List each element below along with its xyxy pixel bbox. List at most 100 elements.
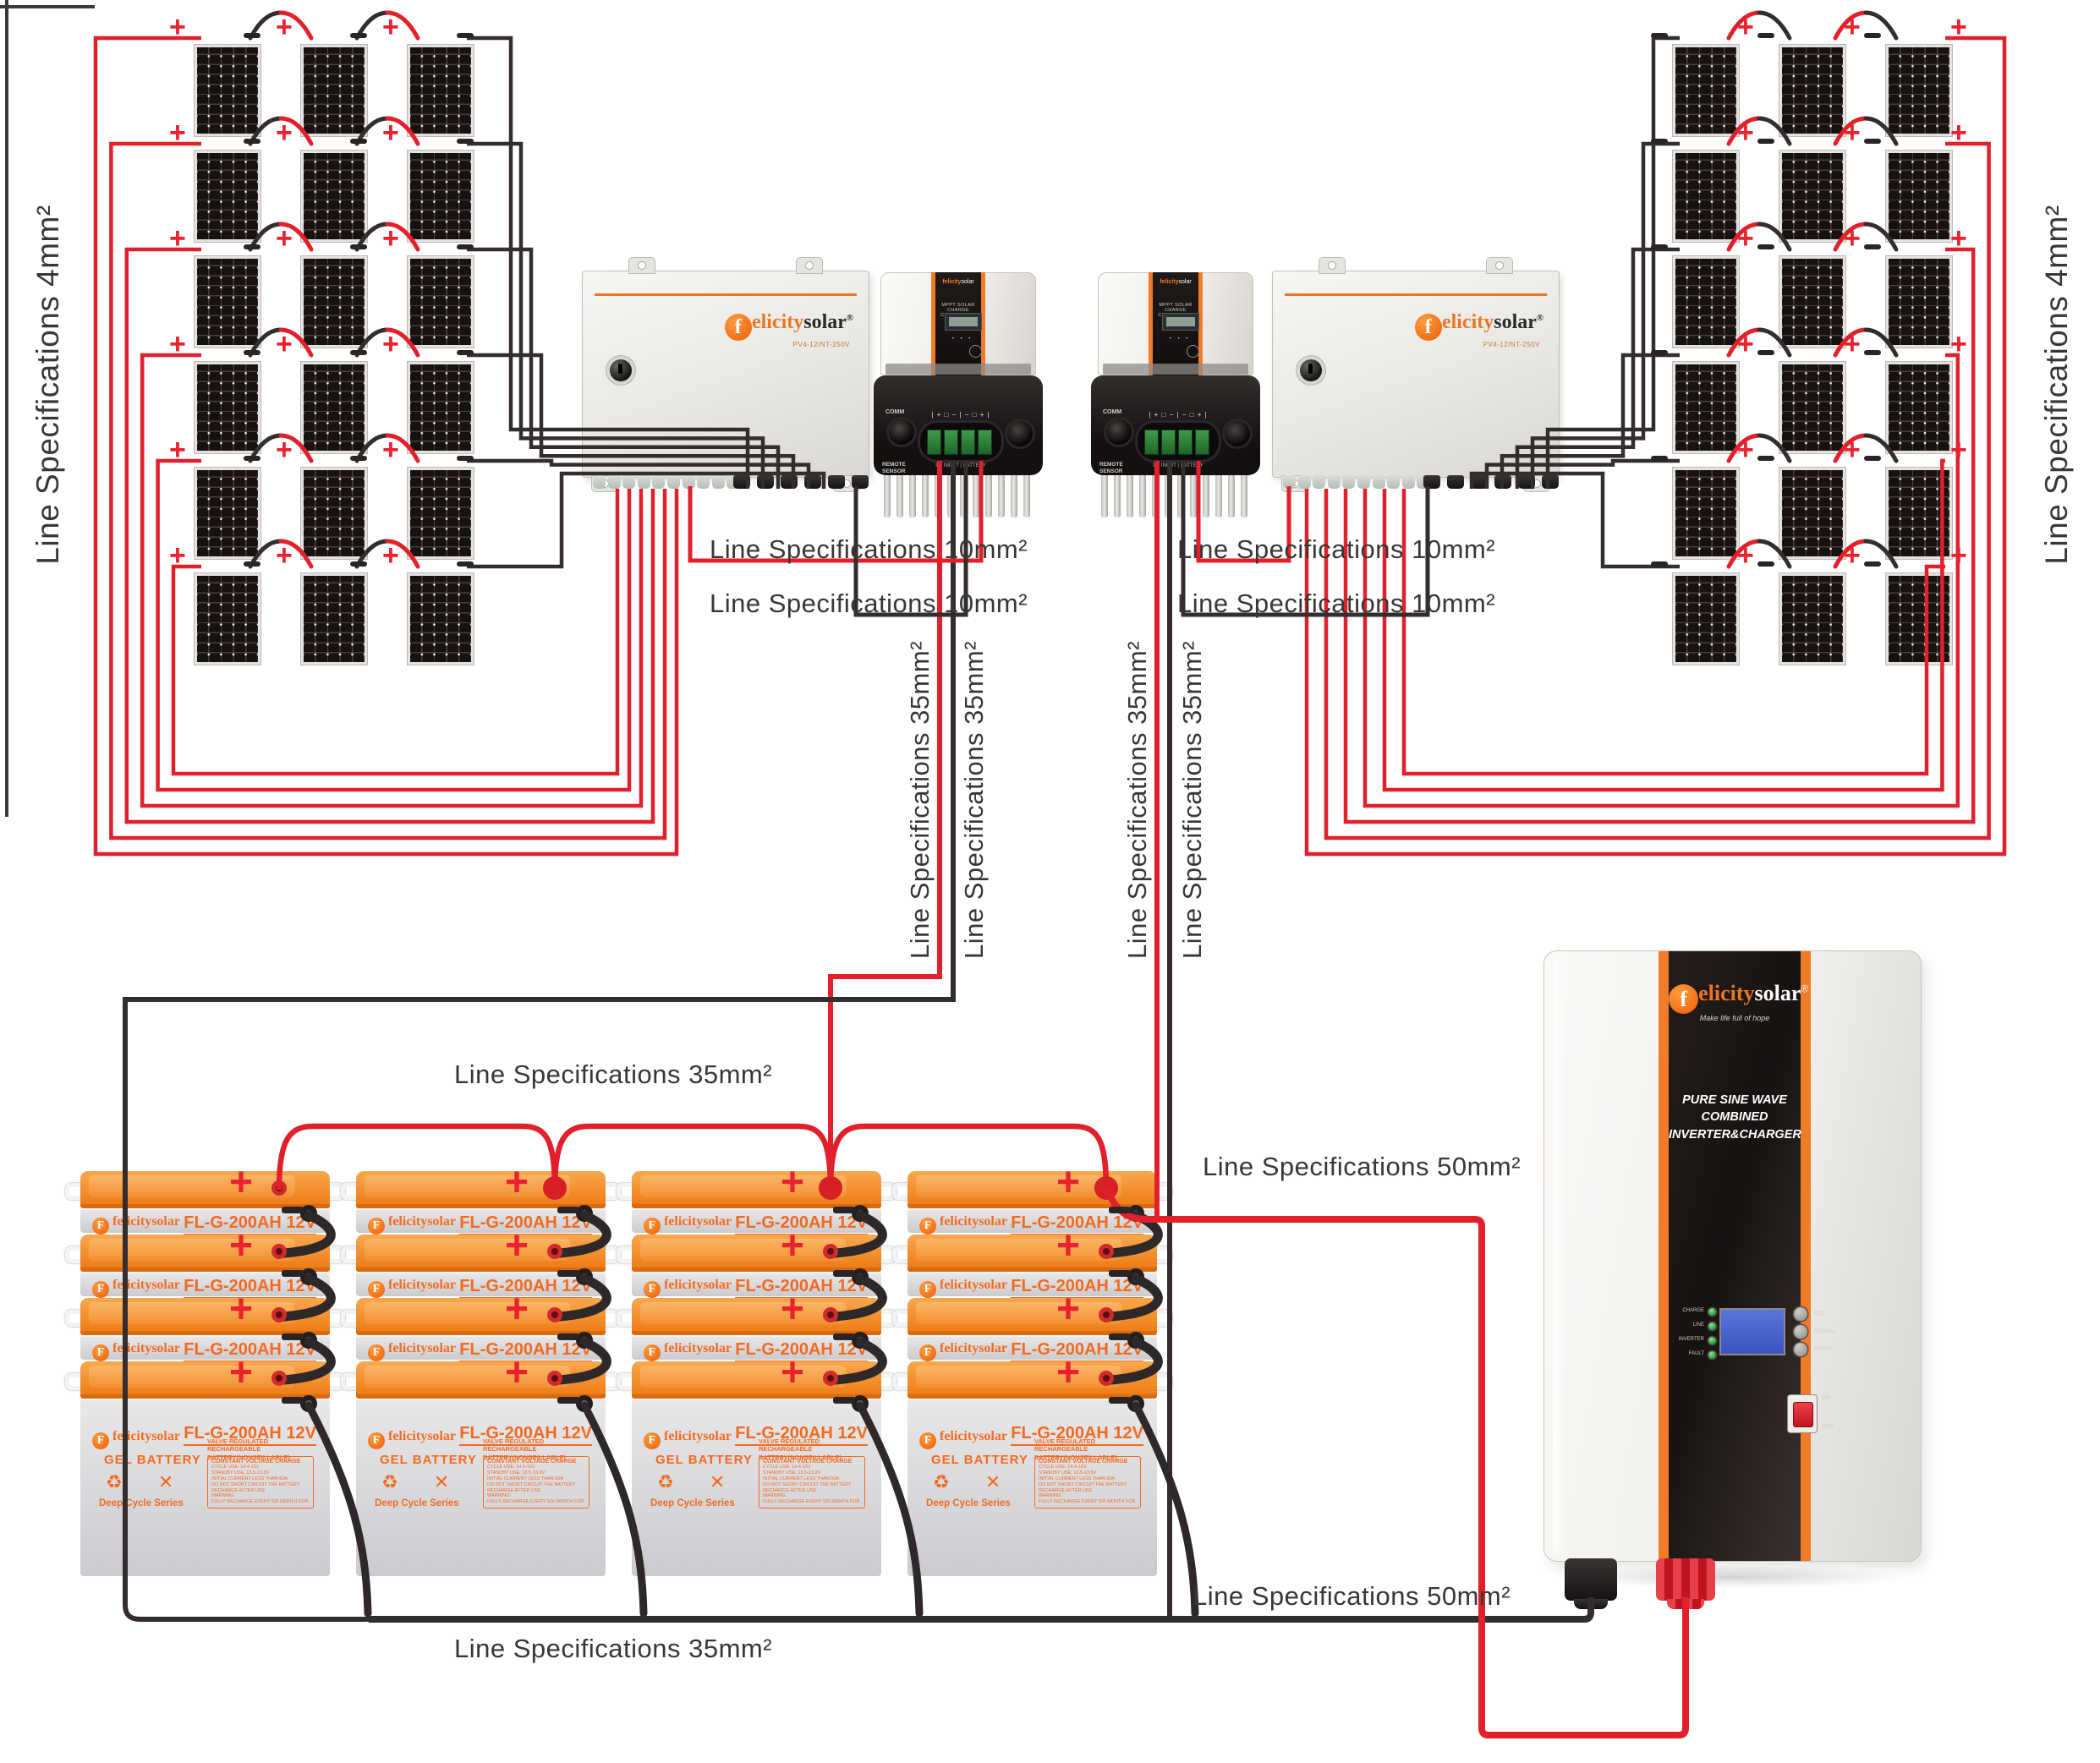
solar-panel [1886, 45, 1952, 136]
inverter-highlight [1553, 958, 1565, 1554]
plus-mark: + [1844, 117, 1861, 149]
minus-mark [1757, 456, 1774, 461]
led-charge: CHARGE [1675, 1306, 1716, 1321]
cable-gland-icon [1423, 475, 1440, 489]
gel-battery-label: GEL BATTERY [931, 1453, 1028, 1467]
cable-gland-icon [682, 475, 695, 489]
enter-button[interactable]: ENTER [1794, 1342, 1836, 1360]
led-fault: FAULT [1675, 1350, 1716, 1364]
cable-gland-icon [804, 475, 821, 489]
plus-mark: + [1844, 539, 1861, 572]
cable-gland-icon [828, 475, 845, 489]
pv-string-negative-wire [1545, 36, 1680, 489]
minus-mark [833, 1270, 855, 1277]
round-button-icon[interactable] [1794, 1325, 1807, 1339]
solar-panel [1779, 362, 1845, 453]
cable-gland-icon [733, 475, 750, 489]
minus-mark [282, 1333, 304, 1340]
solar-panel [1673, 151, 1739, 242]
solar-panel [301, 45, 367, 136]
power-switch[interactable]: ON OFF [1787, 1394, 1834, 1433]
solar-panel [301, 151, 367, 242]
inverter-positive-terminal [1656, 1558, 1715, 1609]
solar-panel [1886, 362, 1952, 453]
label-ctrl2-35mm-neg: Line Specifications 35mm² [1177, 640, 1207, 960]
plus-mark: + [1950, 328, 1967, 360]
plus-mark: + [1737, 434, 1754, 466]
minus-mark [1864, 244, 1881, 249]
cable-gland-icon [1387, 475, 1401, 489]
battery-lid [907, 1171, 1157, 1208]
felicitysolar-logo: F felicitysolar [644, 1214, 732, 1235]
green-led-icon [1708, 1337, 1716, 1344]
lcd-display [1719, 1308, 1785, 1355]
switch-off-label: OFF [1822, 1424, 1834, 1430]
plus-mark: + [276, 11, 293, 43]
minus-mark [1651, 456, 1668, 461]
minus-mark [557, 1207, 579, 1213]
label-ctrl1-35mm-pos: Line Specifications 35mm² [905, 640, 935, 960]
round-button-icon[interactable] [1794, 1343, 1807, 1356]
cv-line: CYCLE USE: 14.4-15V [211, 1465, 260, 1470]
plus-mark: + [505, 1224, 529, 1268]
plus-mark: + [382, 11, 399, 43]
minus-mark [1109, 1333, 1131, 1340]
solar-panel [1779, 45, 1845, 136]
cv-title: CONSTANT VOLTAGE CHARGE [763, 1459, 853, 1465]
gel-battery-label: GEL BATTERY [655, 1453, 753, 1467]
solar-panel [1779, 256, 1845, 348]
orange-accent-line [595, 293, 857, 296]
round-button-icon[interactable] [1794, 1307, 1807, 1321]
plus-mark: + [1950, 222, 1967, 255]
heatsink-fin [1114, 475, 1121, 517]
cable-gland-icon [1327, 475, 1341, 489]
minus-mark [1651, 244, 1668, 249]
terminal-block-icon [944, 430, 958, 455]
solar-panel [301, 573, 367, 665]
caution-strip [886, 364, 1031, 375]
plus-mark: + [781, 1160, 805, 1205]
green-led-icon [1708, 1322, 1716, 1330]
minus-mark [1757, 561, 1774, 567]
cv-line: WARNING: [487, 1493, 511, 1499]
page-border-left [5, 0, 8, 817]
heatsink-fin [973, 475, 979, 517]
round-button-icon [969, 345, 982, 358]
aux-port-icon [1007, 421, 1033, 446]
minus-mark [1757, 33, 1774, 38]
battery-lid [907, 1298, 1157, 1335]
solar-panel [1886, 256, 1952, 348]
felicitysolar-logo: F felicitysolar [92, 1429, 180, 1449]
control-buttons: ESC SCROLL ENTER [1794, 1306, 1836, 1360]
plus-mark: + [1737, 11, 1754, 43]
felicitysolar-logo: F felicitysolar [919, 1214, 1007, 1235]
cable-gland-icon [1313, 475, 1326, 489]
minus-mark [350, 350, 367, 355]
heatsink-fin [1165, 475, 1171, 517]
cable-gland-icon [697, 475, 710, 489]
felicitysolar-logo: F felicitysolar [92, 1214, 180, 1235]
power-switch-button[interactable] [1793, 1402, 1813, 1427]
battery-lid [632, 1361, 881, 1399]
comm-label: COMM [886, 409, 905, 415]
plus-mark: + [505, 1160, 529, 1205]
solar-panel [1673, 573, 1739, 665]
plus-mark: + [1950, 539, 1967, 572]
solar-panel [408, 45, 474, 136]
esc-button[interactable]: ESC [1794, 1306, 1836, 1324]
minus-mark [282, 1270, 304, 1277]
minus-mark [1651, 33, 1668, 38]
terminal-block-icon [927, 430, 941, 455]
scroll-button[interactable]: SCROLL [1794, 1324, 1836, 1342]
cv-line: DO NOT SHORT CIRCUIT THE BATTERY [1039, 1481, 1127, 1487]
